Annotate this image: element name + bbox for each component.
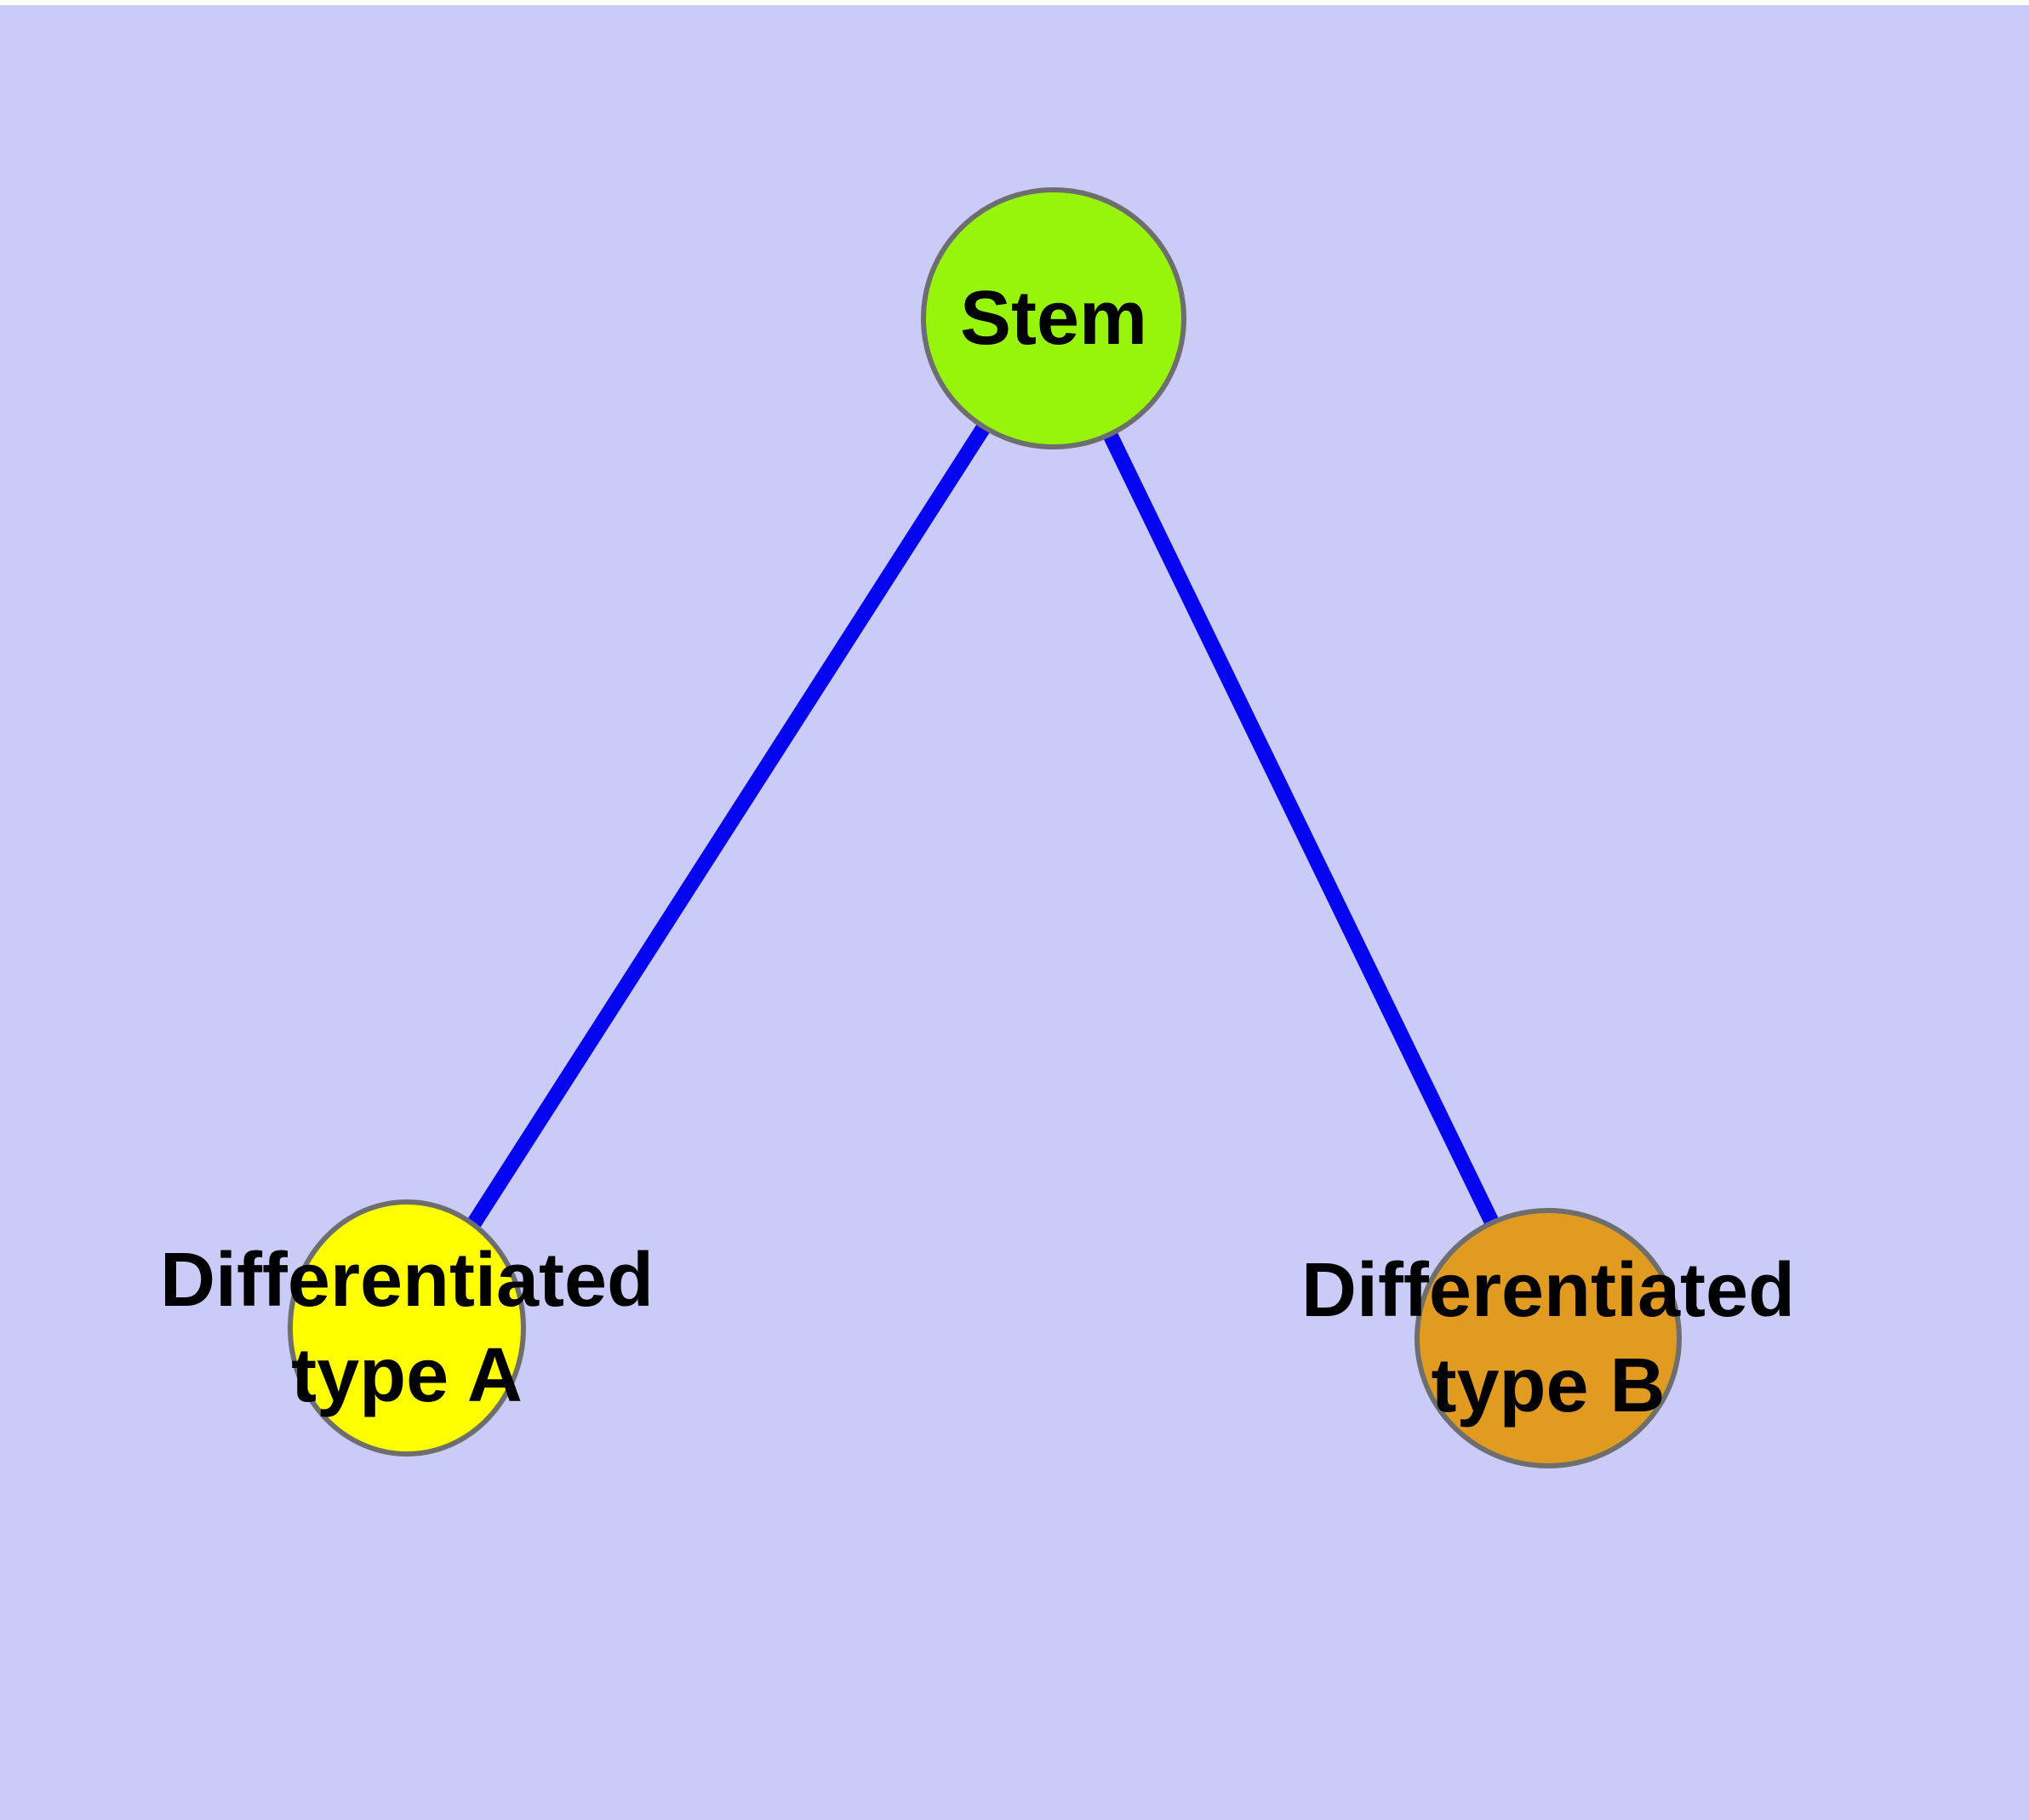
edge-stem-typeB [1046, 311, 1556, 1346]
node-label-line-typeB-0: Differentiated [1301, 1248, 1795, 1333]
edge-stem-typeA [399, 311, 1061, 1336]
node-circle-typeA [288, 1199, 526, 1457]
node-label-stem: Stem [960, 276, 1147, 361]
node-circle-stem [921, 187, 1186, 449]
node-circle-typeB [1415, 1208, 1682, 1468]
node-label-line-stem-0: Stem [960, 276, 1147, 361]
node-label-line-typeA-0: Differentiated [160, 1238, 654, 1323]
node-label-line-typeA-1: type A [291, 1333, 523, 1418]
node-label-typeB: Differentiated type B [1301, 1248, 1795, 1428]
node-label-typeA: Differentiated type A [160, 1238, 654, 1418]
node-label-line-typeB-1: type B [1431, 1343, 1665, 1428]
